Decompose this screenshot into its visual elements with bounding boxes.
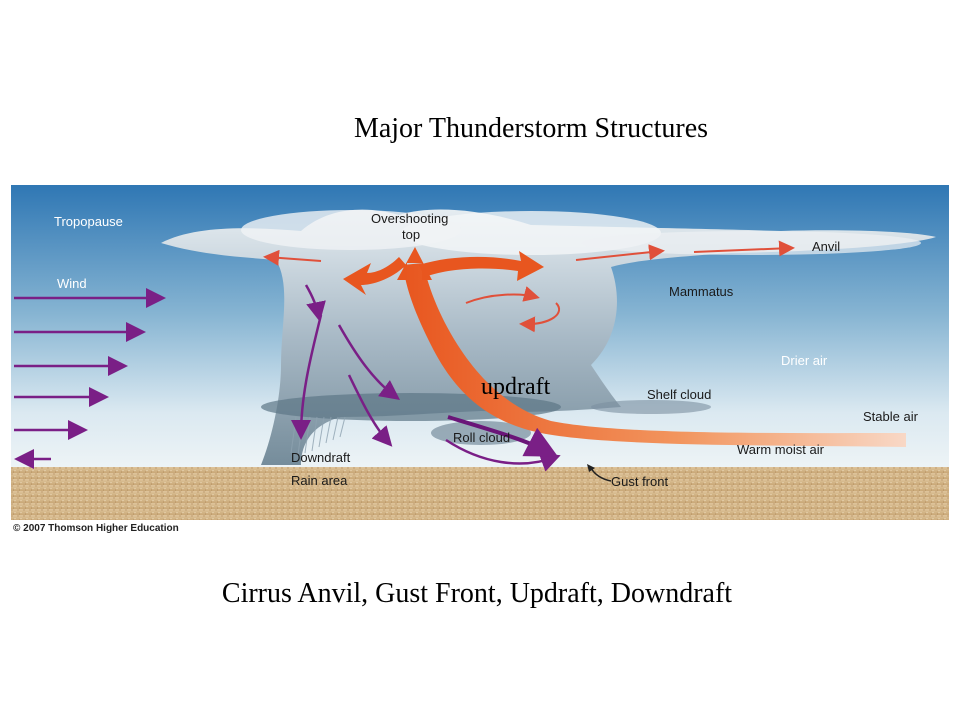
wind-arrows [14,288,166,469]
label-gust-front: Gust front [611,474,668,489]
slide-caption: Cirrus Anvil, Gust Front, Updraft, Downd… [221,578,733,609]
label-downdraft: Downdraft [291,450,351,465]
downdraft-arrows [291,284,561,472]
anvil-arrows [263,240,795,333]
label-overshooting-top-2: top [402,227,420,242]
label-updraft: updraft [481,374,551,400]
updraft-arrows [343,247,544,295]
label-anvil: Anvil [812,239,840,254]
label-rain-area: Rain area [291,473,348,488]
label-overshooting-top-1: Overshooting [371,211,448,226]
figure-credit: © 2007 Thomson Higher Education [13,523,179,534]
label-wind: Wind [57,276,87,291]
label-warm-moist-air: Warm moist air [737,442,825,457]
label-stable-air: Stable air [863,409,919,424]
label-shelf-cloud: Shelf cloud [647,387,711,402]
slide-title: Major Thunderstorm Structures [353,113,709,144]
gust-arrow [447,415,559,457]
ground-surface [11,467,949,520]
thunderstorm-diagram: Tropopause Wind Overshooting top Anvil M… [11,185,949,520]
label-mammatus: Mammatus [669,284,734,299]
label-roll-cloud: Roll cloud [453,430,510,445]
diagram-canvas: Tropopause Wind Overshooting top Anvil M… [11,185,949,520]
label-tropopause: Tropopause [54,214,123,229]
label-drier-air: Drier air [781,353,828,368]
